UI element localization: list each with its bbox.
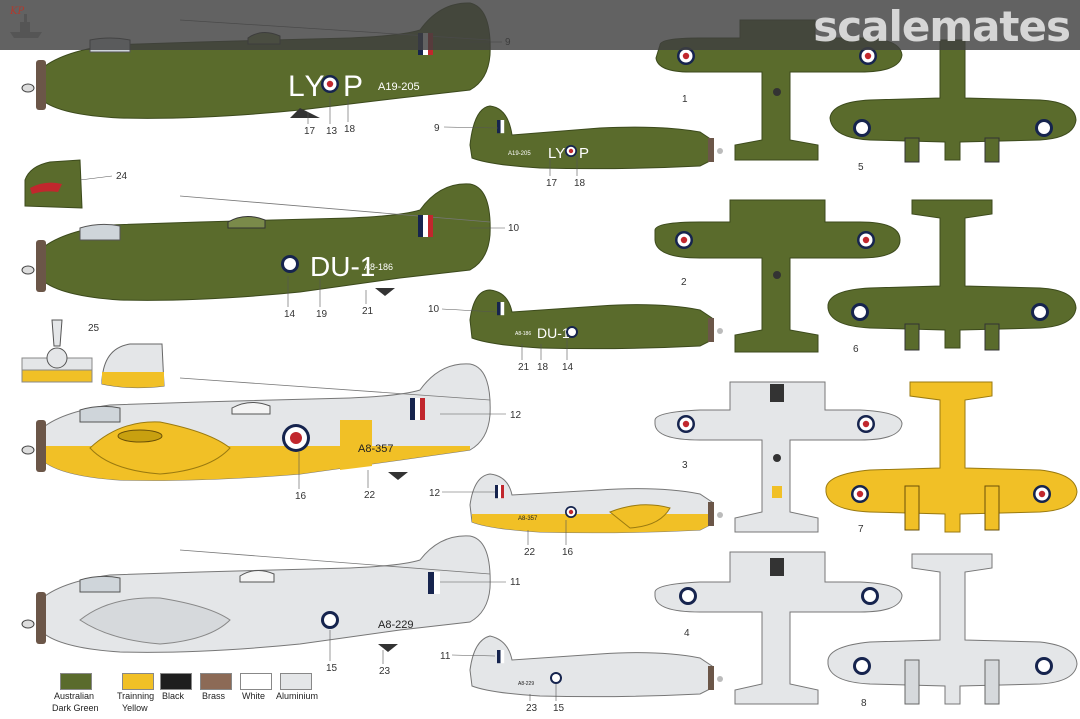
view-number-3: 3 (682, 460, 688, 471)
profile-3s-serial: A8-357 (518, 516, 538, 522)
swatch-brass (200, 673, 232, 690)
profile-1s-code-left: LY (548, 145, 565, 162)
callout-22a: 22 (364, 490, 376, 501)
profile-4s-serial: A8-229 (518, 681, 534, 687)
callout-21b: 21 (518, 362, 530, 373)
profile-1-code-right: P (343, 70, 363, 103)
callout-10a: 10 (508, 223, 520, 234)
profile-4-serial: A8-229 (378, 619, 413, 631)
profile-3-small: A8-357 (469, 473, 723, 534)
swatch-black (160, 673, 192, 690)
front-view-detail-25 (21, 319, 165, 389)
callout-11b: 11 (440, 651, 451, 662)
profile-2s-serial: A8-186 (515, 331, 531, 337)
underside-6 (827, 199, 1077, 351)
callout-23b: 23 (526, 703, 538, 714)
watermark-text: scalemates (813, 2, 1071, 51)
callout-14b: 14 (562, 362, 574, 373)
watermark-banner: KP scalemates (0, 0, 1080, 51)
profile-1s-code-right: P (579, 145, 589, 162)
legend-label-white: White (242, 691, 266, 701)
callout-10b: 10 (428, 304, 440, 315)
profile-2s-code: DU-1 (537, 325, 570, 341)
publisher-logo-text: KP (10, 6, 25, 17)
callout-numbers: 9 17 13 18 9 17 18 24 10 14 19 21 10 21 … (88, 37, 867, 714)
view-number-8: 8 (861, 698, 867, 709)
callout-11a: 11 (510, 577, 521, 588)
callout-9b: 9 (434, 123, 440, 134)
publisher-logo: KP (8, 6, 44, 40)
swatch-white (240, 673, 272, 690)
callout-19: 19 (316, 309, 328, 320)
callout-17b: 17 (546, 178, 558, 189)
profile-3-serial: A8-357 (358, 443, 393, 455)
callout-22b: 22 (524, 547, 536, 558)
legend-label-aluminium: Aluminium (276, 691, 319, 701)
callout-18b: 18 (574, 178, 586, 189)
profile-4-small: A8-229 (469, 635, 723, 698)
profile-1-code-left: LY (288, 70, 326, 103)
callout-24: 24 (116, 171, 128, 182)
profile-1-serial: A19-205 (378, 81, 420, 93)
callout-17a: 17 (304, 126, 316, 137)
callout-18a: 18 (344, 124, 356, 135)
view-number-7: 7 (858, 524, 864, 535)
view-number-2: 2 (681, 277, 687, 288)
underside-5 (829, 39, 1077, 163)
callout-25: 25 (88, 323, 100, 334)
swatch-yellow (122, 673, 154, 690)
callout-16b: 16 (562, 547, 574, 558)
callout-12a: 12 (510, 410, 522, 421)
legend-label-brass: Brass (202, 691, 226, 701)
legend-label-yellow-1: Trainning (117, 691, 155, 701)
profile-2-large: DU-1 A8-186 (21, 183, 491, 301)
callout-15a: 15 (326, 663, 338, 674)
profile-2-small: DU-1 A8-186 (469, 289, 723, 350)
ship-icon (10, 14, 42, 38)
callout-18c: 18 (537, 362, 549, 373)
callout-12b: 12 (429, 488, 441, 499)
profile-2-code: DU-1 (310, 251, 375, 282)
leader-lines (79, 41, 578, 701)
legend-label-dark-green-2: Dark Green (52, 703, 99, 713)
callout-15b: 15 (553, 703, 565, 714)
callout-14a: 14 (284, 309, 296, 320)
legend-label-black: Black (162, 691, 185, 701)
view-number-5: 5 (858, 162, 864, 173)
callout-16a: 16 (295, 491, 307, 502)
profile-1s-serial: A19-205 (508, 151, 531, 157)
view-number-1: 1 (682, 94, 688, 105)
legend-label-yellow-2: Yellow (122, 703, 148, 713)
profile-3-large: A8-357 (21, 363, 491, 481)
swatch-dark-green (60, 673, 92, 690)
topview-2 (654, 199, 901, 353)
view-number-6: 6 (853, 344, 859, 355)
callout-23a: 23 (379, 666, 391, 677)
swatch-aluminium (280, 673, 312, 690)
view-number-4: 4 (684, 628, 690, 639)
legend-label-dark-green-1: Australian (54, 691, 95, 701)
profile-4-large: A8-229 (21, 535, 491, 653)
callout-13: 13 (326, 126, 338, 137)
underside-8 (827, 553, 1078, 705)
topview-3 (654, 381, 903, 533)
nose-art-detail-24 (24, 159, 83, 209)
profile-1-small: LY P A19-205 (469, 105, 723, 170)
callout-21a: 21 (362, 306, 374, 317)
topview-4 (654, 551, 903, 705)
underside-7 (825, 381, 1078, 533)
profile-2-serial: A8-186 (364, 262, 393, 272)
